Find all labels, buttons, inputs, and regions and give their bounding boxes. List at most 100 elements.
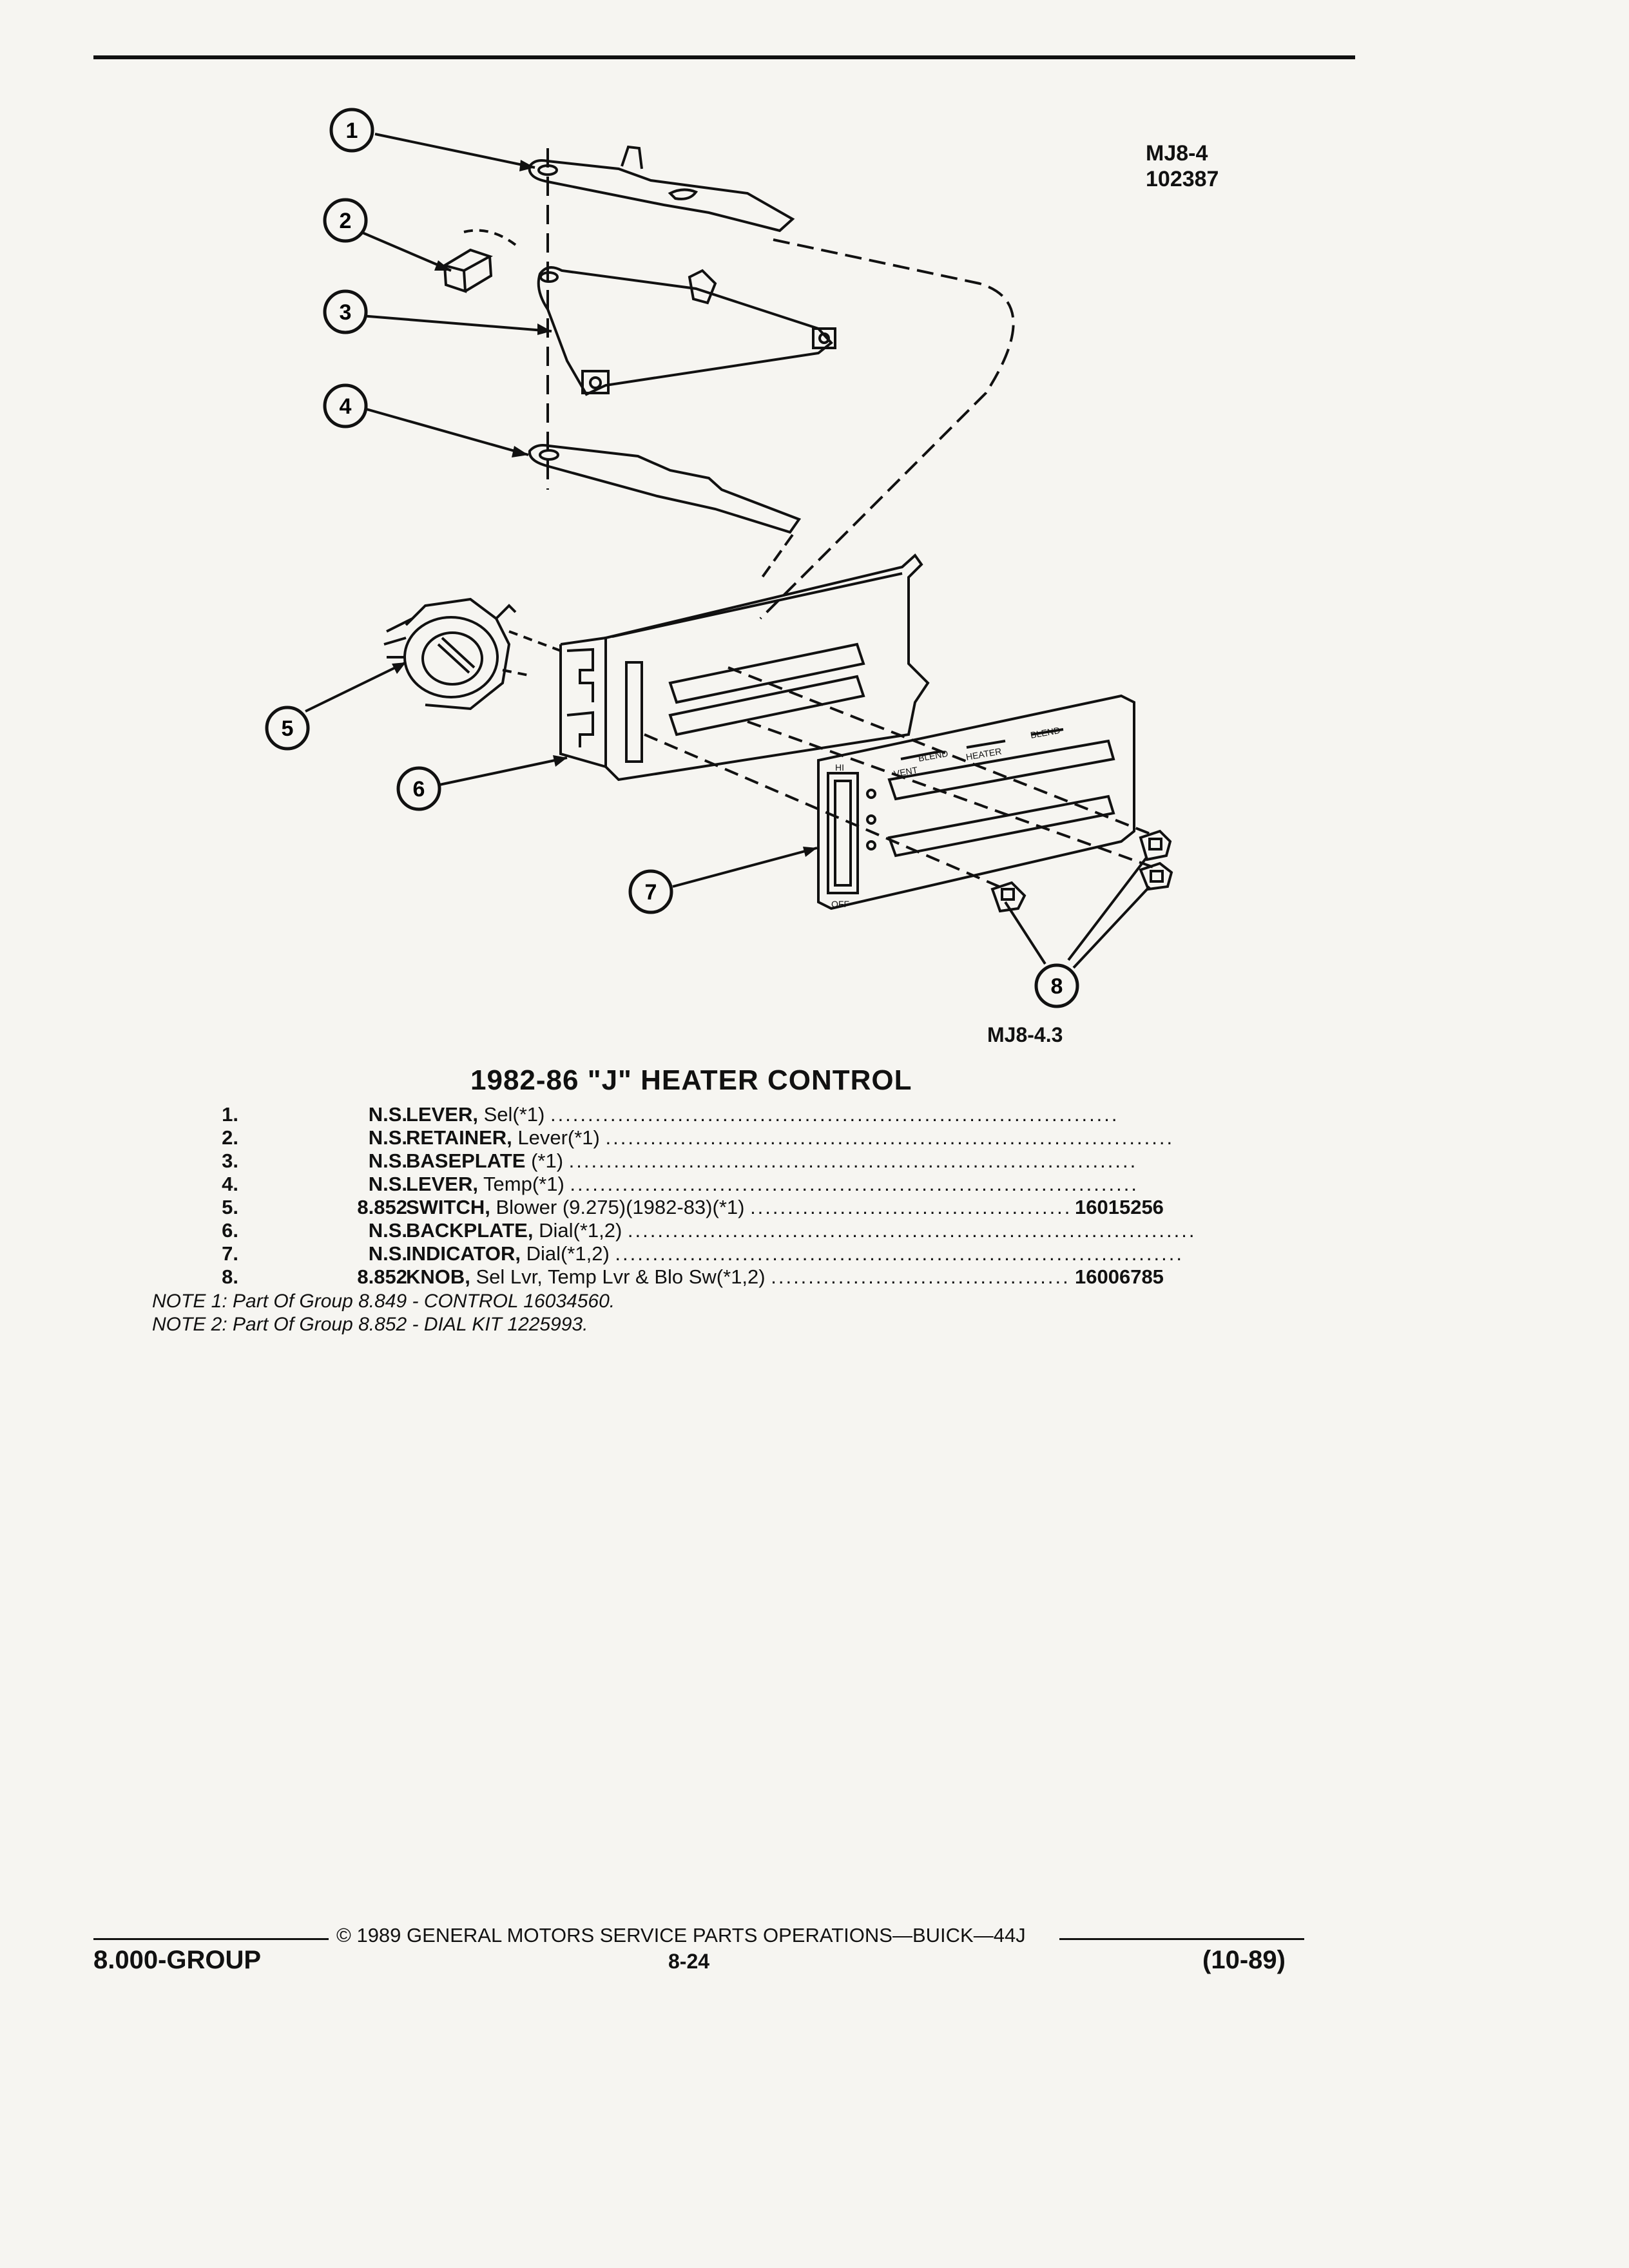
callout-4: 4: [323, 383, 368, 428]
part-number-index: 8.: [222, 1265, 238, 1288]
part-group: 8.852: [357, 1196, 407, 1218]
leader-line-8: [1004, 856, 1151, 969]
part-catalog-number: 16006785: [1070, 1265, 1164, 1289]
page-title: 1982-86 "J" HEATER CONTROL: [470, 1064, 912, 1096]
parts-list: 1. N.S. LEVER, Sel(*1) .................…: [148, 1103, 1205, 1289]
footer-rule-right: [1059, 1938, 1304, 1940]
part-detail: (*1): [525, 1149, 569, 1172]
note-2: NOTE 2: Part Of Group 8.852 - DIAL KIT 1…: [152, 1314, 588, 1335]
control-cable-drawing: [759, 238, 1015, 620]
leader-line-6: [439, 756, 568, 786]
footer-rule-left: [93, 1938, 329, 1940]
callout-2: 2: [323, 198, 368, 243]
footer-page-number: 8-24: [668, 1950, 710, 1973]
leader-line-2: [360, 231, 452, 272]
figure-reference-code: MJ8-4 102387: [1146, 140, 1219, 192]
callout-7: 7: [628, 869, 673, 914]
dial-label-blend-left: BLEND: [918, 748, 949, 764]
header-rule: [93, 55, 1355, 59]
leader-line-1: [374, 133, 535, 169]
callout-5: 5: [265, 706, 310, 751]
callout-1-label: 1: [346, 119, 358, 143]
part-name: BACKPLATE,: [406, 1219, 534, 1242]
part-detail: Dial(*1,2): [520, 1242, 615, 1265]
part-description: BACKPLATE, Dial(*1,2) ..................…: [406, 1219, 1197, 1242]
lever-retainer-drawing: [441, 229, 517, 293]
backplate-drawing: [559, 553, 930, 782]
part-group: N.S.: [368, 1103, 407, 1126]
part-name: KNOB,: [406, 1265, 470, 1288]
part-name: LEVER,: [406, 1103, 478, 1126]
dial-label-blend-right: BLEND: [1030, 725, 1061, 740]
parts-list-row: 2. N.S. RETAINER, Lever(*1) ............…: [148, 1126, 1205, 1149]
part-name: INDICATOR,: [406, 1242, 521, 1265]
figure-caption: MJ8-4.3: [987, 1023, 1063, 1046]
indicator-dial-drawing: [817, 694, 1135, 910]
callout-8: 8: [1034, 963, 1079, 1008]
parts-list-row: 7. N.S. INDICATOR, Dial(*1,2) ..........…: [148, 1242, 1205, 1265]
part-name: BASEPLATE: [406, 1149, 526, 1172]
part-number-index: 2.: [222, 1126, 238, 1149]
callout-3-label: 3: [340, 300, 352, 325]
part-name: SWITCH,: [406, 1196, 490, 1218]
part-description: LEVER, Sel(*1) .........................…: [406, 1103, 1119, 1126]
blower-switch-drawing: [383, 597, 561, 711]
notes: NOTE 1: Part Of Group 8.849 - CONTROL 16…: [152, 1290, 615, 1336]
temperature-lever-drawing: [528, 444, 802, 534]
footer-group-label: 8.000-GROUP: [93, 1946, 262, 1974]
part-detail: Sel(*1): [477, 1103, 550, 1126]
note-1: NOTE 1: Part Of Group 8.849 - CONTROL 16…: [152, 1291, 615, 1312]
ref-code-line1: MJ8-4: [1146, 141, 1208, 166]
part-number-index: 6.: [222, 1219, 238, 1242]
callout-6-label: 6: [413, 777, 425, 802]
parts-list-row: 6. N.S. BACKPLATE, Dial(*1,2) ..........…: [148, 1219, 1205, 1242]
part-description: KNOB, Sel Lvr, Temp Lvr & Blo Sw(*1,2) .…: [406, 1265, 1070, 1288]
part-group: N.S.: [368, 1149, 407, 1172]
part-detail: Blower (9.275)(1982-83)(*1): [490, 1196, 751, 1218]
part-number-index: 3.: [222, 1149, 238, 1172]
callout-8-label: 8: [1051, 974, 1063, 999]
callout-2-label: 2: [340, 209, 352, 233]
part-number-index: 5.: [222, 1196, 238, 1218]
leader-line-5: [305, 661, 407, 713]
leader-line-7: [672, 847, 818, 888]
dial-label-vent: VENT: [893, 765, 919, 779]
parts-list-row: 1. N.S. LEVER, Sel(*1) .................…: [148, 1103, 1205, 1126]
selector-lever-drawing: [528, 145, 795, 233]
callout-markers: 1 2 3 4 5 6 7 8: [265, 108, 1079, 1008]
parts-list-row: 5. 8.852 SWITCH, Blower (9.275)(1982-83)…: [148, 1196, 1205, 1219]
part-detail: Sel Lvr, Temp Lvr & Blo Sw(*1,2): [470, 1265, 771, 1288]
parts-list-row: 8. 8.852 KNOB, Sel Lvr, Temp Lvr & Blo S…: [148, 1265, 1205, 1289]
part-name: LEVER,: [406, 1173, 478, 1195]
part-group: 8.852: [357, 1265, 407, 1288]
parts-list-row: 4. N.S. LEVER, Temp(*1) ................…: [148, 1173, 1205, 1196]
part-description: SWITCH, Blower (9.275)(1982-83)(*1) ....…: [406, 1196, 1070, 1218]
part-group: N.S.: [368, 1173, 407, 1195]
callout-5-label: 5: [282, 716, 294, 741]
part-number-index: 7.: [222, 1242, 238, 1265]
baseplate-drawing: [537, 266, 836, 396]
leader-line-4: [363, 407, 529, 456]
part-detail: Lever(*1): [512, 1126, 606, 1149]
part-name: RETAINER,: [406, 1126, 512, 1149]
part-number-index: 1.: [222, 1103, 238, 1126]
part-description: INDICATOR, Dial(*1,2) ..................…: [406, 1242, 1184, 1265]
part-catalog-number: 16015256: [1070, 1196, 1164, 1219]
callout-1: 1: [329, 108, 374, 153]
callout-3: 3: [323, 289, 368, 334]
part-group: N.S.: [368, 1126, 407, 1149]
part-detail: Temp(*1): [477, 1173, 570, 1195]
knobs-drawing: [990, 829, 1173, 913]
footer-copyright: © 1989 GENERAL MOTORS SERVICE PARTS OPER…: [336, 1924, 1026, 1946]
part-description: BASEPLATE (*1) .........................…: [406, 1149, 1138, 1172]
callout-6: 6: [396, 766, 441, 811]
parts-list-row: 3. N.S. BASEPLATE (*1) .................…: [148, 1149, 1205, 1173]
footer-revision-date: (10-89): [1202, 1946, 1286, 1974]
part-group: N.S.: [368, 1242, 407, 1265]
part-number-index: 4.: [222, 1173, 238, 1195]
exploded-parts-diagram: 1 2 3 4 5 6 7 8 HI: [265, 108, 1173, 1008]
ref-code-line2: 102387: [1146, 167, 1219, 191]
part-detail: Dial(*1,2): [533, 1219, 628, 1242]
part-group: N.S.: [368, 1219, 407, 1242]
dial-label-hi: HI: [835, 762, 844, 773]
